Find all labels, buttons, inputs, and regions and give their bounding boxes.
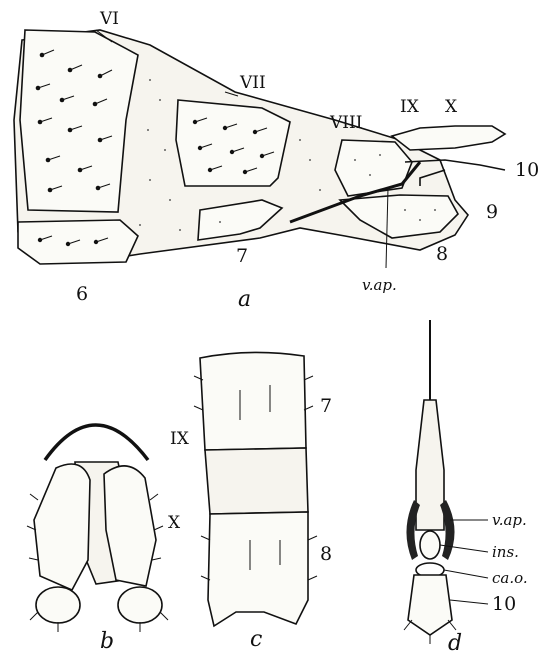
label-viii: VIII (329, 113, 362, 133)
ins-capsule (420, 531, 440, 559)
tergite-vi-plate (20, 30, 138, 212)
tergite-viii-plate (335, 140, 412, 196)
label-vii: VII (239, 73, 266, 93)
segment-8 (208, 512, 308, 626)
label-6: 6 (76, 283, 88, 305)
arc-ix (45, 425, 148, 460)
label-x-b: X (168, 513, 181, 533)
label-ix: IX (400, 97, 420, 117)
tergite-ix-x-plate (392, 126, 505, 150)
right-lobe-tip (118, 587, 162, 623)
segment-10-d (408, 575, 452, 635)
leader-10-d (450, 600, 488, 604)
label-10-d: 10 (492, 593, 516, 615)
label-ix-b: IX (170, 429, 190, 449)
label-ins: ins. (492, 543, 519, 561)
panel-letter-c: c (250, 627, 262, 652)
leader-cao (444, 570, 488, 578)
ovipositor-stalk (416, 400, 444, 530)
figure-a: VI VII VIII IX X 6 7 8 9 10 v.ap. a (14, 9, 539, 312)
sternite-6-plate (18, 220, 138, 264)
label-vap-a: v.ap. (362, 276, 397, 294)
label-vap-d: v.ap. (492, 511, 527, 529)
label-10: 10 (515, 159, 539, 181)
panel-letter-d: d (448, 631, 462, 656)
label-8-c: 8 (320, 543, 332, 565)
figure-c: 7 8 c (194, 352, 332, 652)
panel-letter-a: a (238, 287, 251, 312)
segment-7 (200, 352, 306, 450)
figure-b: IX X b (27, 425, 190, 654)
left-lobe (34, 464, 90, 590)
label-7: 7 (236, 245, 248, 267)
panel-letter-b: b (100, 629, 114, 654)
label-cao: ca.o. (492, 569, 528, 587)
intersegment-membrane (205, 448, 308, 514)
label-7-c: 7 (320, 395, 332, 417)
label-8: 8 (436, 243, 448, 265)
label-x: X (445, 97, 458, 117)
label-vi: VI (99, 9, 119, 29)
label-9: 9 (486, 201, 498, 223)
figure-d: v.ap. ins. ca.o. 10 d (404, 320, 528, 656)
tergite-vii-plate (176, 100, 290, 186)
left-lobe-tip (36, 587, 80, 623)
